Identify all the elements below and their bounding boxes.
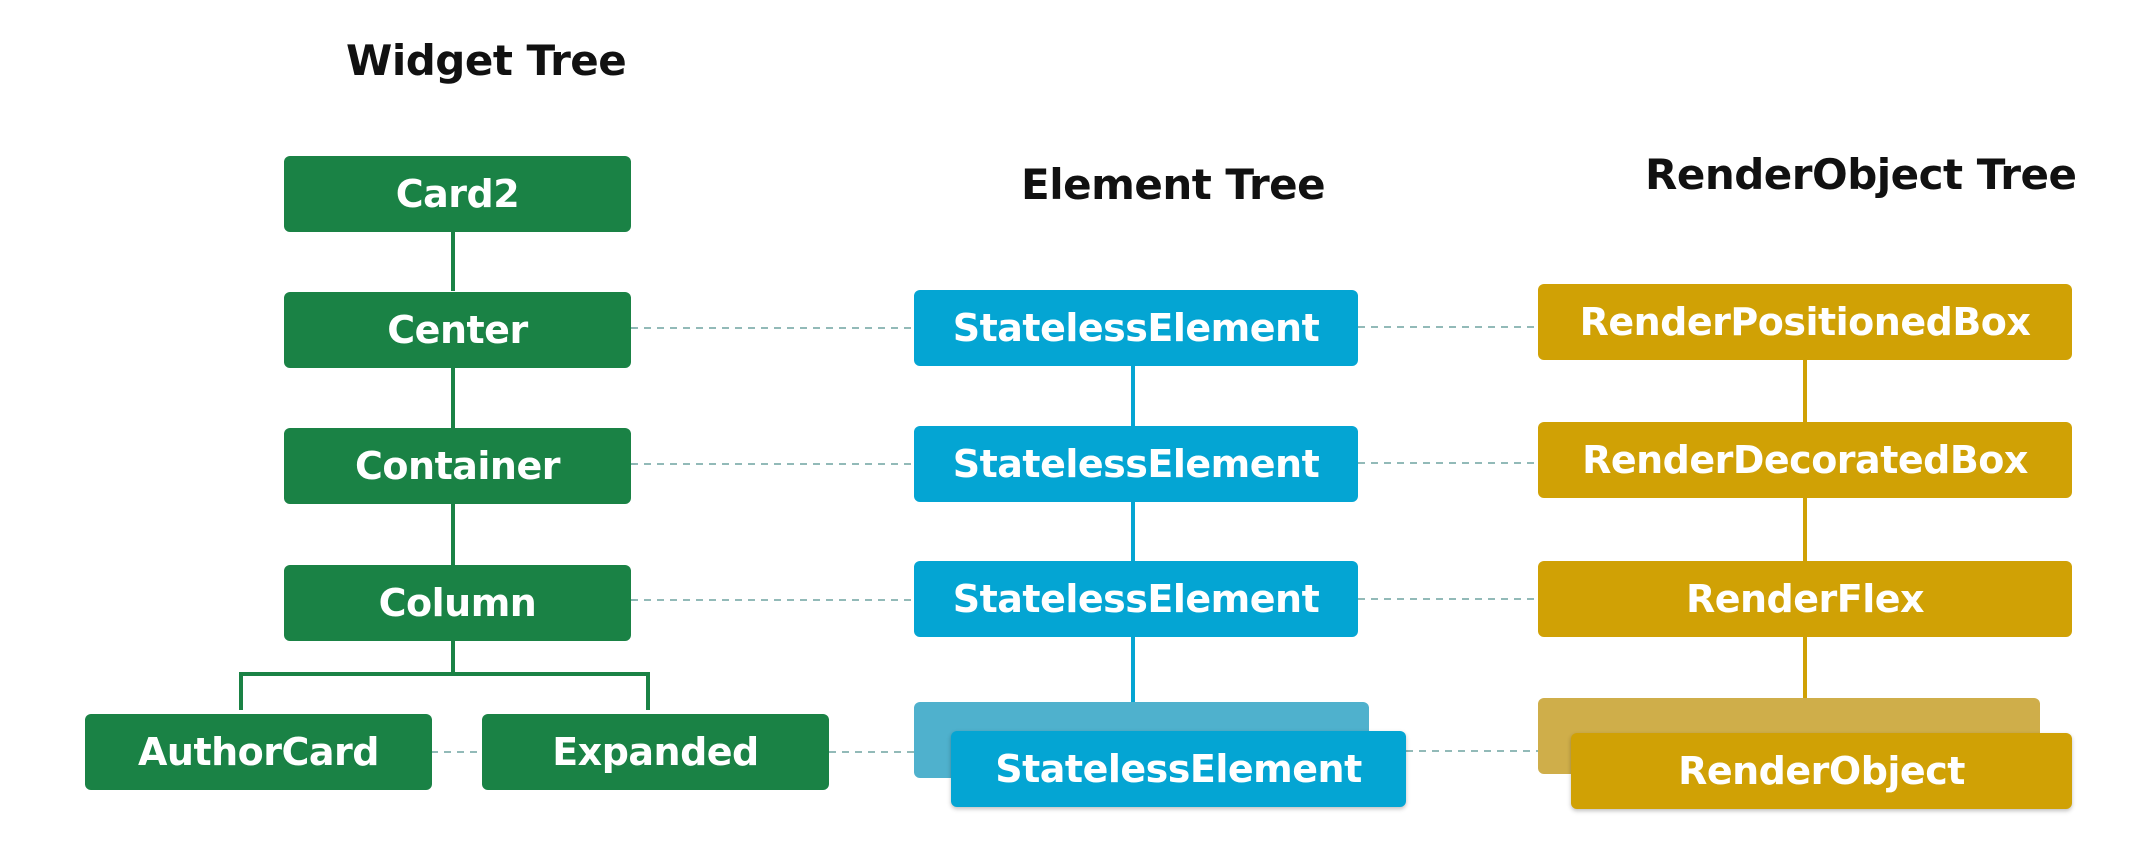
render-node-flex: RenderFlex (1538, 561, 2072, 637)
element-node-center: StatelessElement (914, 290, 1358, 366)
render-node-decorated-box: RenderDecoratedBox (1538, 422, 2072, 498)
element-tree-title: Element Tree (1021, 160, 1326, 209)
widget-node-center: Center (284, 292, 631, 368)
widget-node-authorcard: AuthorCard (85, 714, 432, 790)
render-node-object: RenderObject (1571, 733, 2072, 809)
widget-node-container: Container (284, 428, 631, 504)
widget-node-expanded: Expanded (482, 714, 829, 790)
widget-tree-title: Widget Tree (346, 36, 627, 85)
element-node-container: StatelessElement (914, 426, 1358, 502)
element-node-expanded: StatelessElement (951, 731, 1406, 807)
widget-node-card2: Card2 (284, 156, 631, 232)
render-tree-title: RenderObject Tree (1645, 150, 2077, 199)
element-node-column: StatelessElement (914, 561, 1358, 637)
connector-column-children (239, 672, 650, 710)
render-node-positioned-box: RenderPositionedBox (1538, 284, 2072, 360)
widget-node-column: Column (284, 565, 631, 641)
